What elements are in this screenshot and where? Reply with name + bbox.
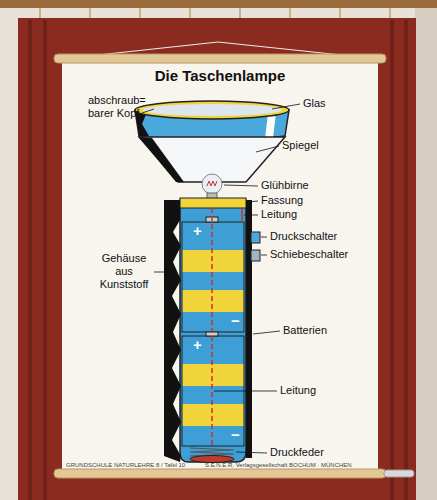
part-label: Glühbirne [261, 179, 309, 192]
polarity-sign: + [193, 223, 202, 238]
hooks [40, 8, 390, 18]
curtain [18, 18, 416, 500]
hook [289, 8, 291, 18]
leader-line [244, 215, 258, 216]
part-label: Schiebeschalter [270, 248, 348, 261]
filament [207, 181, 217, 186]
leader-line [236, 452, 267, 453]
wire [211, 208, 213, 446]
battery-band [182, 312, 244, 332]
leader-line [256, 146, 279, 152]
battery-band [182, 272, 244, 290]
hook [39, 8, 41, 18]
battery-band [182, 364, 244, 386]
curtain-rod [0, 0, 437, 8]
push-switch [251, 232, 260, 243]
leader-line [261, 237, 267, 238]
hook [139, 8, 141, 18]
leader-line [247, 201, 258, 202]
battery-outline [182, 222, 244, 332]
part-label: Leitung [261, 208, 297, 221]
glass-rim [135, 101, 289, 119]
hook [389, 8, 391, 18]
footer-text: GRUNDSCHULE NATURLEHRE 8 / Tafel 10 [66, 462, 185, 469]
part-label: Druckschalter [270, 230, 337, 243]
leader-lines [142, 104, 300, 453]
polarity-sign: − [231, 313, 240, 328]
housing-cut [139, 137, 184, 182]
footer-text: S.E.N.E.R. Verlagsgesellschaft BOCHUM · … [205, 462, 352, 469]
fold [390, 20, 394, 500]
slide-switch [251, 250, 260, 261]
bulb [202, 174, 222, 194]
part-label: Fassung [261, 194, 303, 207]
part-label: Leitung [280, 384, 316, 397]
battery-band [182, 336, 244, 364]
part-label: Glas [303, 97, 326, 110]
spring [190, 448, 234, 456]
wire [241, 208, 243, 222]
chart-paper [62, 60, 378, 472]
hook [339, 8, 341, 18]
body [180, 200, 246, 462]
leader-line [261, 255, 267, 256]
housing [164, 200, 181, 462]
part-label: Batterien [283, 324, 327, 337]
leader-line [272, 104, 300, 109]
rod-cap [384, 470, 414, 477]
leader-line [142, 109, 154, 113]
fold [43, 20, 47, 500]
hook [189, 8, 191, 18]
battery-band [182, 426, 244, 446]
glass [142, 104, 282, 116]
part-label: abschraub= barer Kopf [88, 94, 152, 120]
leader-line [253, 331, 280, 334]
part-label: Gehäuse aus Kunststoff [96, 252, 152, 292]
chart-title: Die Taschenlampe [62, 67, 378, 85]
part-label: Spiegel [282, 139, 319, 152]
battery [182, 217, 244, 332]
part-label: Druckfeder [270, 446, 324, 459]
fold [28, 20, 32, 500]
battery-band [182, 250, 244, 272]
battery-band [182, 222, 244, 250]
battery [182, 332, 244, 446]
leader-line [224, 185, 258, 186]
polarity-sign: − [231, 427, 240, 442]
socket [180, 198, 246, 208]
door-frame [415, 0, 437, 500]
bottom-rod [54, 469, 386, 478]
polarity-sign: + [193, 337, 202, 352]
hook [239, 8, 241, 18]
battery-band [182, 290, 244, 312]
hook [89, 8, 91, 18]
top-rod [54, 54, 386, 63]
battery-band [182, 386, 244, 404]
leader-line [154, 272, 166, 273]
curtain-folds [30, 20, 406, 500]
spring-plate [190, 456, 234, 463]
leader-line [214, 391, 277, 392]
battery-band [182, 404, 244, 426]
fold [404, 20, 408, 500]
